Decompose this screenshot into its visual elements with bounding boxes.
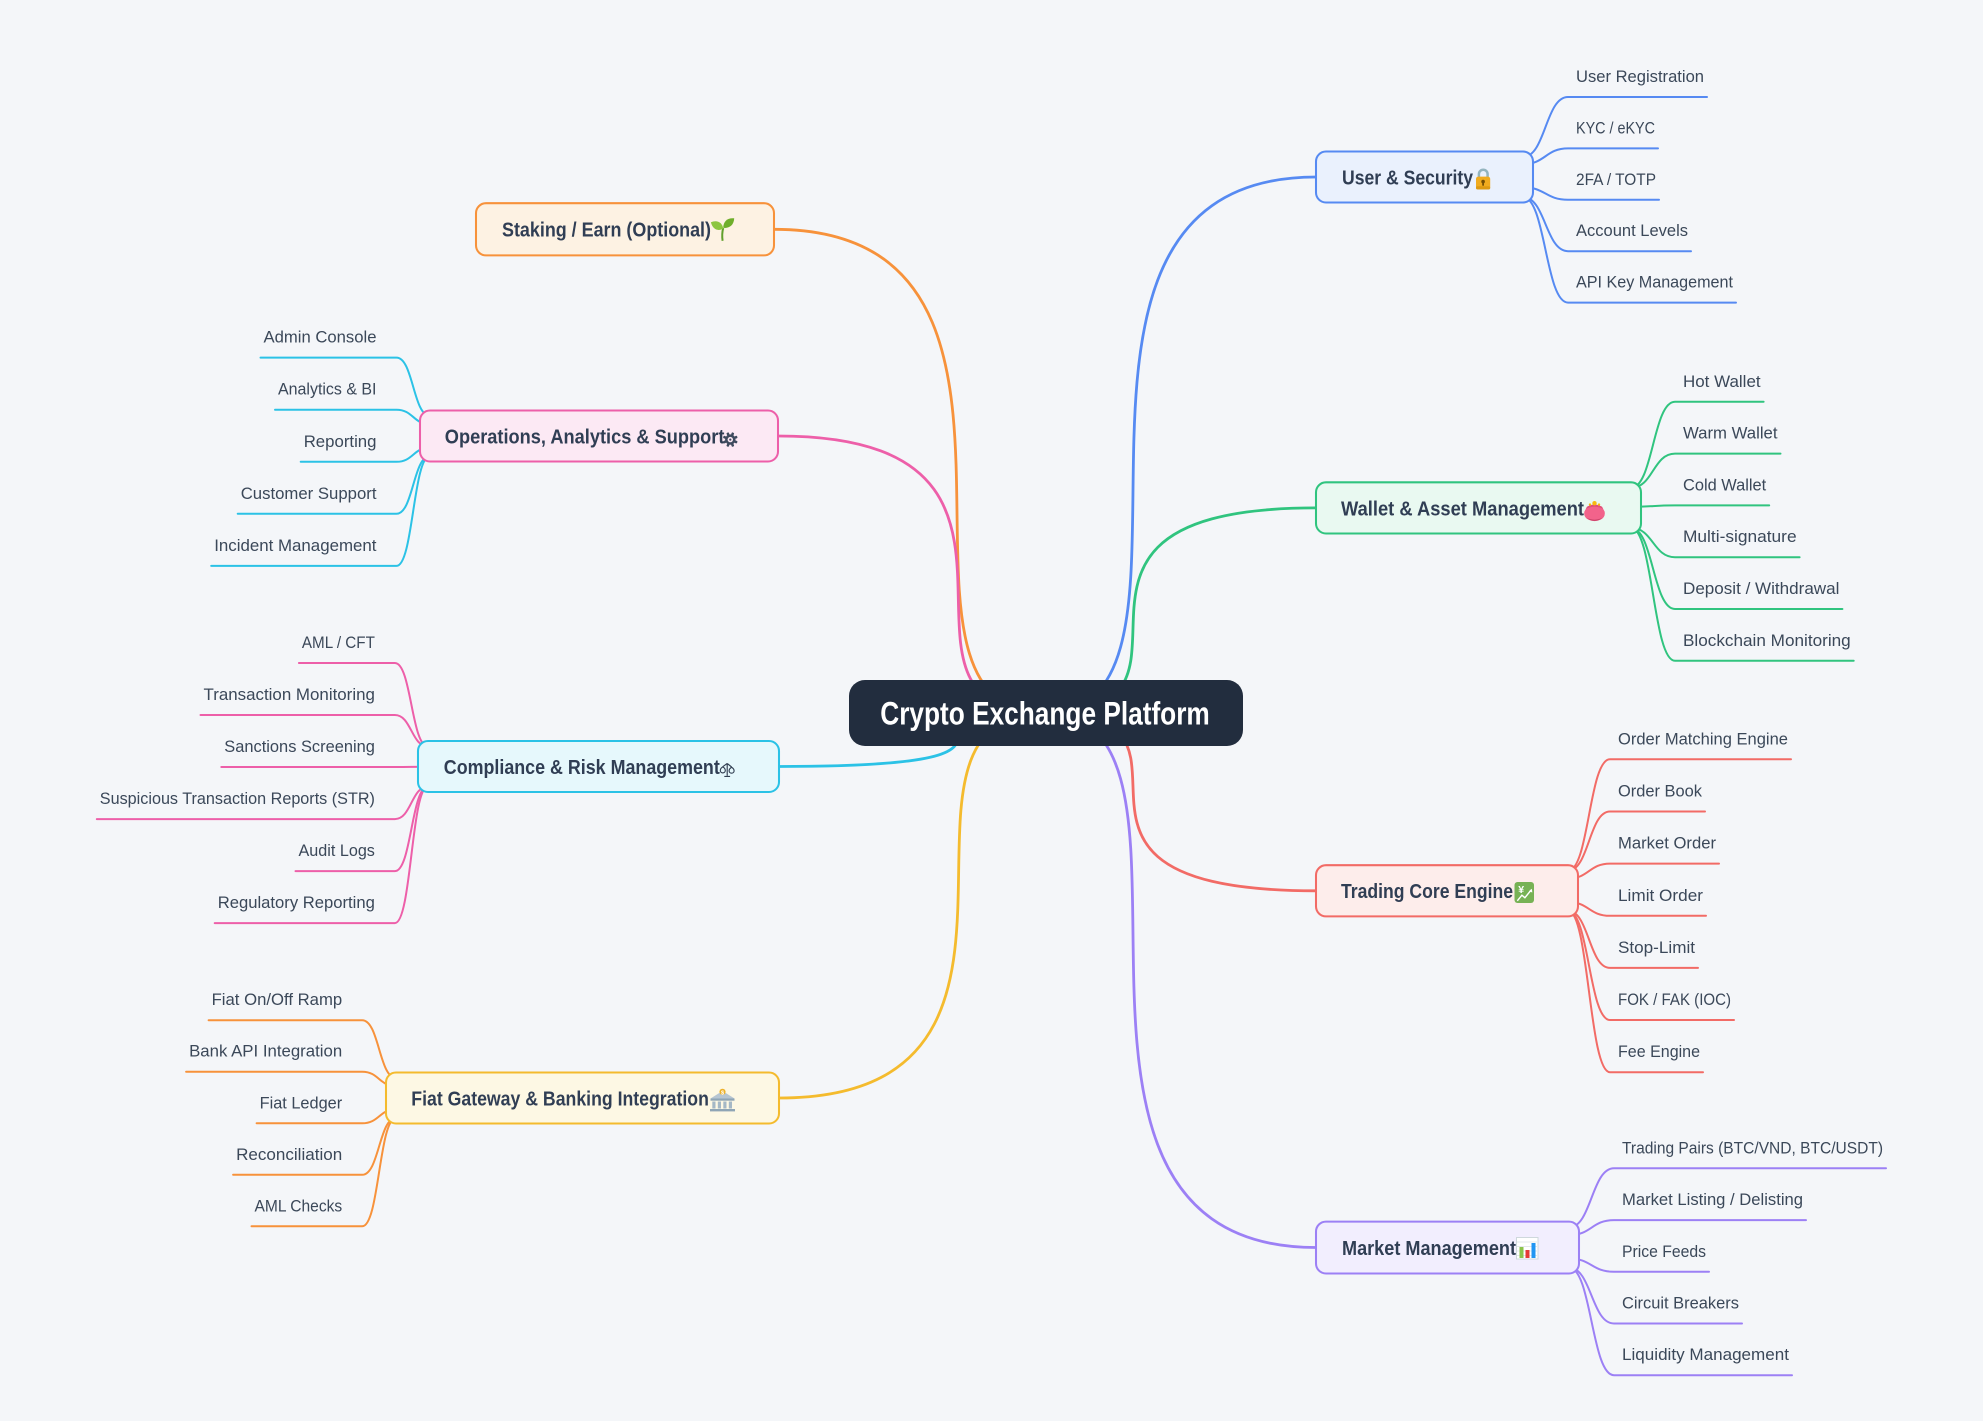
svg-text:Customer Support: Customer Support <box>241 484 377 503</box>
svg-text:¥: ¥ <box>1518 884 1524 896</box>
svg-text:Admin Console: Admin Console <box>264 328 377 347</box>
svg-text:Order Matching Engine: Order Matching Engine <box>1618 729 1788 748</box>
svg-text:Transaction Monitoring: Transaction Monitoring <box>204 685 375 704</box>
svg-text:Audit Logs: Audit Logs <box>299 841 375 860</box>
svg-text:Market Management: Market Management <box>1342 1237 1516 1260</box>
svg-text:Market Listing / Delisting: Market Listing / Delisting <box>1622 1190 1803 1209</box>
svg-text:Reporting: Reporting <box>304 432 377 451</box>
svg-text:Deposit / Withdrawal: Deposit / Withdrawal <box>1683 579 1839 598</box>
svg-text:Reconciliation: Reconciliation <box>236 1145 342 1164</box>
svg-text:Analytics & BI: Analytics & BI <box>278 380 377 399</box>
svg-text:User & Security: User & Security <box>1342 166 1474 189</box>
svg-text:Regulatory Reporting: Regulatory Reporting <box>218 893 375 912</box>
svg-text:Price Feeds: Price Feeds <box>1622 1242 1706 1261</box>
svg-text:2FA / TOTP: 2FA / TOTP <box>1576 170 1656 189</box>
svg-text:Order Book: Order Book <box>1618 782 1702 801</box>
svg-text:Market Order: Market Order <box>1618 834 1716 853</box>
svg-text:Fee Engine: Fee Engine <box>1618 1042 1700 1061</box>
svg-text:Trading Core Engine: Trading Core Engine <box>1341 880 1513 903</box>
svg-text:Fiat On/Off Ramp: Fiat On/Off Ramp <box>212 990 343 1009</box>
svg-text:Blockchain Monitoring: Blockchain Monitoring <box>1683 631 1851 650</box>
svg-text:Hot Wallet: Hot Wallet <box>1683 372 1761 391</box>
svg-text:Trading Pairs (BTC/VND, BTC/US: Trading Pairs (BTC/VND, BTC/USDT) <box>1622 1138 1883 1157</box>
svg-text:AML Checks: AML Checks <box>255 1196 343 1215</box>
svg-text:Operations, Analytics & Suppor: Operations, Analytics & Support <box>445 425 725 448</box>
svg-text:Warm Wallet: Warm Wallet <box>1683 424 1778 443</box>
svg-text:Crypto Exchange Platform: Crypto Exchange Platform <box>880 696 1210 732</box>
svg-text:User Registration: User Registration <box>1576 67 1704 86</box>
svg-text:Multi-signature: Multi-signature <box>1683 527 1797 546</box>
svg-text:Liquidity Management: Liquidity Management <box>1622 1345 1789 1364</box>
svg-text:Account Levels: Account Levels <box>1576 221 1688 240</box>
svg-text:Suspicious Transaction Reports: Suspicious Transaction Reports (STR) <box>100 789 375 808</box>
svg-text:FOK / FAK (IOC): FOK / FAK (IOC) <box>1618 990 1731 1009</box>
svg-text:Wallet & Asset Management: Wallet & Asset Management <box>1341 497 1584 520</box>
svg-text:Circuit Breakers: Circuit Breakers <box>1622 1294 1739 1313</box>
svg-text:Bank API Integration: Bank API Integration <box>189 1042 342 1061</box>
svg-text:Incident Management: Incident Management <box>214 536 377 555</box>
svg-text:KYC / eKYC: KYC / eKYC <box>1576 118 1655 137</box>
svg-text:API Key Management: API Key Management <box>1576 273 1733 292</box>
svg-text:Compliance & Risk Management: Compliance & Risk Management <box>444 756 720 779</box>
svg-text:Staking / Earn (Optional): Staking / Earn (Optional) <box>502 219 711 242</box>
svg-text:Fiat Ledger: Fiat Ledger <box>260 1093 343 1112</box>
svg-text:Cold Wallet: Cold Wallet <box>1683 475 1766 494</box>
svg-text:Fiat Gateway & Banking Integra: Fiat Gateway & Banking Integration <box>411 1087 709 1110</box>
svg-text:Sanctions Screening: Sanctions Screening <box>224 737 375 756</box>
svg-text:Stop-Limit: Stop-Limit <box>1618 938 1695 957</box>
svg-text:Limit Order: Limit Order <box>1618 886 1703 905</box>
svg-text:AML / CFT: AML / CFT <box>302 633 375 652</box>
svg-text:$: $ <box>721 1090 724 1096</box>
